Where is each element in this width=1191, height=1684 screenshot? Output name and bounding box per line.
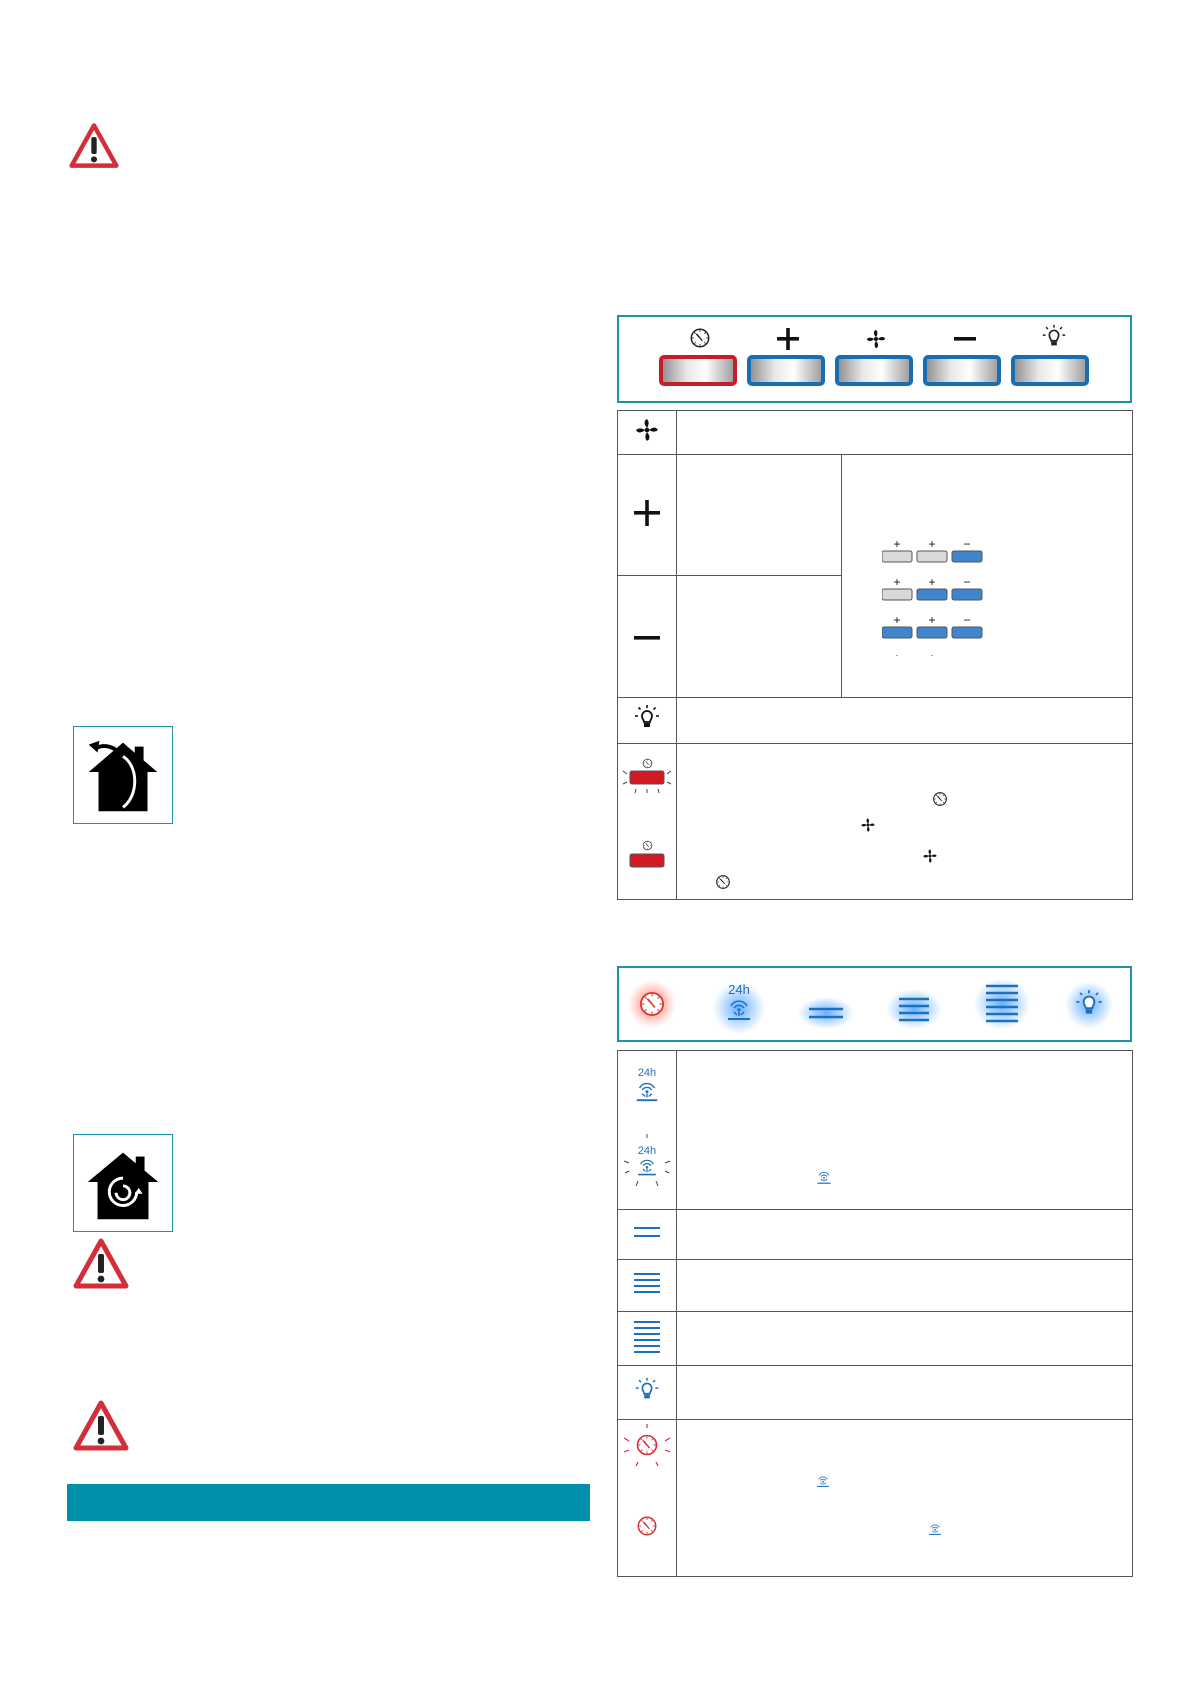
section-header-bar — [67, 1484, 590, 1521]
level-led-on — [951, 588, 983, 601]
bulb-icon — [632, 703, 662, 733]
level-led-on — [916, 626, 948, 639]
fan-icon — [866, 329, 886, 349]
level-indicator-diagram: + + − + + − + + − + + − — [882, 537, 983, 656]
plus-button[interactable] — [747, 355, 825, 386]
level-button-label: − — [963, 537, 970, 551]
clock-icon — [932, 791, 948, 807]
level-button-label: − — [963, 651, 970, 656]
level-button-label: − — [963, 575, 970, 589]
speed-3-lines-icon — [634, 1321, 660, 1353]
level-led-off — [882, 550, 913, 563]
level-led-off — [916, 550, 948, 563]
clock-icon — [637, 1516, 657, 1536]
level-button-label: + — [893, 537, 900, 551]
level-indicator-cell: + + − + + − + + − + + − — [841, 454, 1133, 698]
speed-1-lines-icon — [809, 1007, 843, 1019]
bulb-icon — [1041, 324, 1067, 347]
speed-2-lines-icon — [634, 1273, 660, 1293]
timer-button-states — [622, 758, 672, 868]
level-button-label: + — [928, 575, 935, 589]
level-button-label: + — [928, 537, 935, 551]
speed-2-lines-icon — [899, 997, 929, 1022]
led-indicators-table: 24h 24h — [617, 1050, 1133, 1577]
house-recirculation-box — [73, 1134, 173, 1232]
filter-24h-label: 24h — [638, 1067, 656, 1079]
plus-icon — [777, 328, 799, 350]
24h-filter-icon — [927, 1520, 943, 1536]
fan-icon — [922, 848, 938, 864]
level-led-on — [951, 550, 983, 563]
minus-button[interactable] — [923, 355, 1001, 386]
24h-filter-states: 24h 24h — [623, 1067, 671, 1186]
level-button-label: + — [928, 651, 935, 656]
fan-button[interactable] — [835, 355, 913, 386]
warning-triangle-icon — [71, 1238, 131, 1290]
plus-icon — [634, 499, 660, 526]
warning-triangle-icon — [69, 122, 119, 170]
minus-icon — [954, 337, 976, 341]
24h-filter-icon — [637, 1158, 657, 1175]
fan-icon — [860, 817, 876, 833]
level-button-label: + — [928, 613, 935, 627]
24h-filter-icon — [815, 1472, 831, 1488]
light-button[interactable] — [1011, 355, 1089, 386]
level-button-label: + — [893, 651, 900, 656]
level-button-label: + — [893, 613, 900, 627]
speed-1-lines-icon — [634, 1227, 660, 1237]
clock-icon — [690, 328, 710, 348]
level-button-label: − — [963, 613, 970, 627]
timer-led-on — [629, 853, 665, 868]
level-led-on — [882, 626, 913, 639]
fan-icon — [634, 417, 660, 443]
clock-icon — [639, 991, 665, 1017]
table-row — [617, 410, 677, 455]
house-extraction-box — [73, 726, 173, 824]
24h-filter-icon — [635, 1082, 659, 1101]
timer-led-states — [623, 1424, 671, 1536]
timer-led-blinking — [629, 770, 665, 785]
speed-3-lines-icon — [986, 984, 1018, 1023]
level-led-on — [916, 588, 948, 601]
filter-24h-label: 24h — [728, 982, 750, 997]
led-display-panel: 24h — [617, 966, 1132, 1042]
clock-icon — [715, 874, 731, 890]
level-button-label: + — [893, 575, 900, 589]
bulb-icon — [633, 1376, 661, 1404]
24h-filter-icon — [815, 1167, 833, 1185]
warning-triangle-icon — [71, 1400, 131, 1452]
filter-24h-label: 24h — [638, 1145, 656, 1157]
minus-icon — [634, 635, 660, 640]
control-panel-buttons — [617, 315, 1132, 403]
level-led-off — [882, 588, 913, 601]
level-led-on — [951, 626, 983, 639]
house-recirculation-icon — [87, 1152, 159, 1220]
clock-icon — [636, 1434, 658, 1456]
timer-button[interactable] — [659, 355, 737, 386]
house-extraction-icon — [88, 740, 158, 812]
control-functions-table: + + − + + − + + − + + − — [617, 410, 1133, 900]
